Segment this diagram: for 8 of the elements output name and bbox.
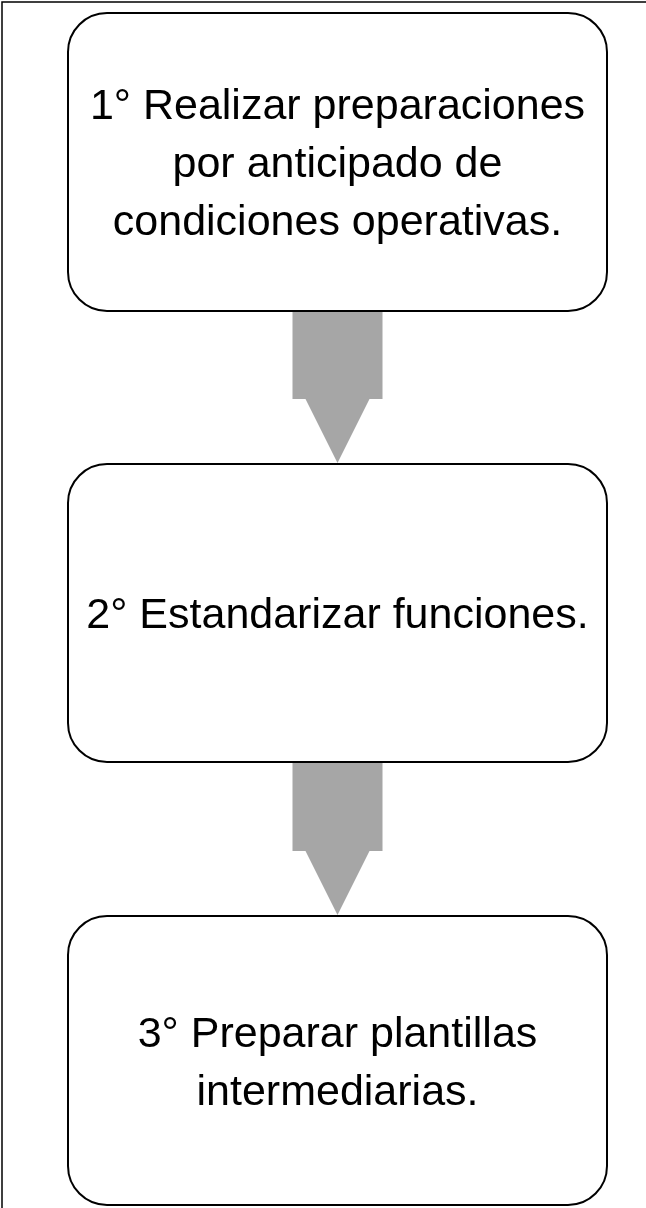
block-arrow (292, 312, 383, 463)
step-text: 1° Realizar preparaciones por anticipado de condiciones operativas. (88, 79, 587, 246)
step-text: 3° Preparar plantillas intermediarias. (136, 1006, 539, 1116)
block-arrow (292, 763, 383, 915)
step-text: 2° Estandarizar funciones. (86, 588, 589, 639)
process-box (67, 915, 608, 1206)
process-box (67, 463, 608, 763)
process-box (67, 12, 608, 312)
